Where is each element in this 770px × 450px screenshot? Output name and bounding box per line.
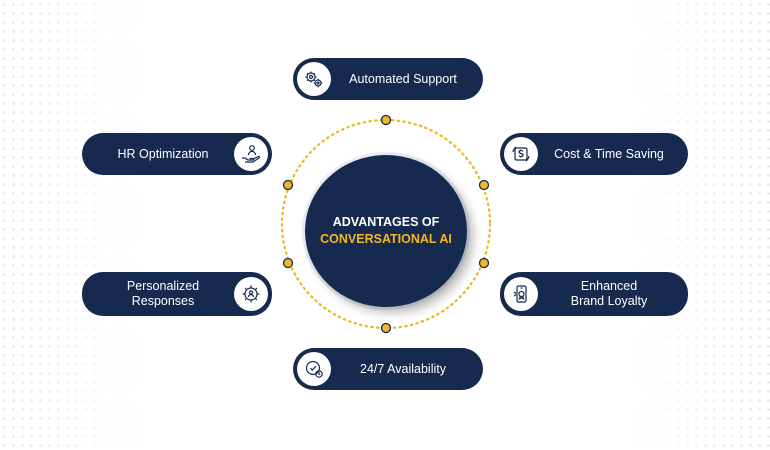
decorative-dot-pattern-right xyxy=(620,0,770,450)
label-line: Cost & Time Saving xyxy=(554,146,664,161)
advantage-hr-optimization: HR Optimization xyxy=(82,133,272,175)
money-cycle-icon xyxy=(504,137,538,171)
advantage-label: Automated Support xyxy=(331,72,483,87)
center-title-line1: ADVANTAGES OF xyxy=(332,215,440,229)
node-dot-upper-left xyxy=(282,179,294,191)
center-title-circle: ADVANTAGES OF CONVERSATIONAL AI xyxy=(305,155,467,307)
center-title-line2: CONVERSATIONAL AI xyxy=(320,232,452,246)
advantage-label: Personalized Responses xyxy=(82,279,234,309)
label-line: HR Optimization xyxy=(117,146,209,161)
node-dot-top xyxy=(380,114,392,126)
decorative-dot-pattern-left xyxy=(0,0,150,450)
label-line: Brand Loyalty xyxy=(570,294,648,308)
advantage-label: HR Optimization xyxy=(82,147,234,162)
label-line: Automated Support xyxy=(349,71,457,86)
advantage-label: 24/7 Availability xyxy=(331,362,483,377)
node-dot-lower-left xyxy=(282,257,294,269)
clock-check-icon xyxy=(297,352,331,386)
hand-person-icon xyxy=(234,137,268,171)
phone-badge-icon xyxy=(504,277,538,311)
label-line: 24/7 Availability xyxy=(360,361,446,376)
gears-cloud-icon xyxy=(297,62,331,96)
node-dot-bottom xyxy=(380,322,392,334)
advantage-personalized-responses: Personalized Responses xyxy=(82,272,272,316)
gear-person-icon xyxy=(234,277,268,311)
node-dot-upper-right xyxy=(478,179,490,191)
advantage-label: Cost & Time Saving xyxy=(538,147,688,162)
advantage-enhanced-brand-loyalty: Enhanced Brand Loyalty xyxy=(500,272,688,316)
advantage-automated-support: Automated Support xyxy=(293,58,483,100)
advantage-cost-time-saving: Cost & Time Saving xyxy=(500,133,688,175)
advantage-label: Enhanced Brand Loyalty xyxy=(538,279,688,309)
label-line: Enhanced xyxy=(580,279,638,293)
node-dot-lower-right xyxy=(478,257,490,269)
label-line: Personalized xyxy=(126,279,200,293)
label-line: Responses xyxy=(131,294,195,308)
advantage-24-7-availability: 24/7 Availability xyxy=(293,348,483,390)
